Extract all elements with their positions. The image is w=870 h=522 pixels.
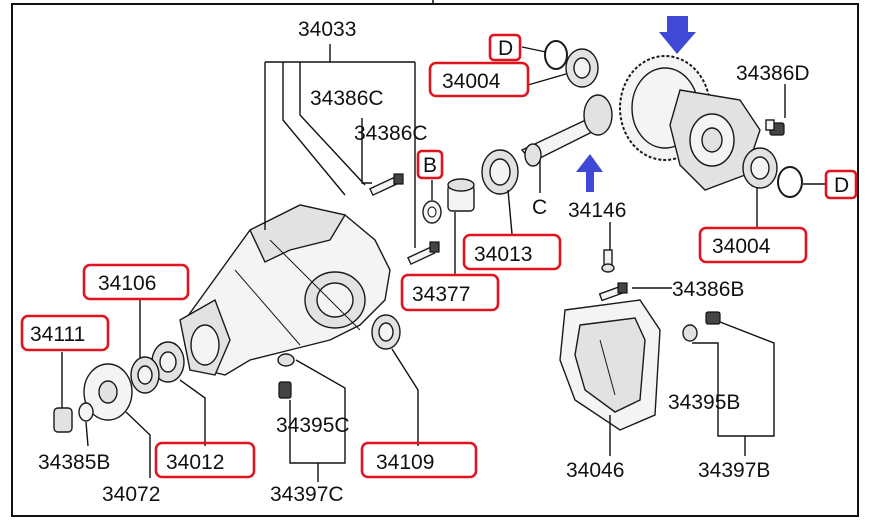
label-34395C: 34395C	[276, 414, 350, 437]
breather-34146	[601, 249, 615, 273]
highlight-b	[416, 149, 444, 180]
highlight-34013	[462, 233, 562, 271]
label-34109: 34109	[376, 451, 434, 474]
bolt-34386C-lower	[407, 241, 440, 266]
label-34106: 34106	[98, 272, 156, 295]
highlight-34106	[82, 263, 190, 301]
arrow-ring-gear-indicator	[659, 16, 696, 54]
nut-bolt-34395B-34397B	[682, 311, 721, 342]
label-34395B: 34395B	[668, 391, 740, 414]
differential-cover-34046	[559, 299, 661, 431]
label-34004-right: 34004	[712, 235, 771, 258]
bearing-34013	[481, 149, 519, 195]
highlight-d-top	[488, 33, 522, 62]
label-34004-top: 34004	[442, 70, 501, 93]
nut-34111	[53, 407, 73, 433]
label-34012: 34012	[166, 451, 224, 474]
differential-carrier-housing	[179, 204, 391, 376]
drive-pinion-shaft	[520, 94, 613, 167]
label-34386D: 34386D	[736, 62, 810, 85]
bolt-34386D	[765, 119, 785, 136]
highlight-34111	[20, 314, 110, 352]
highlight-34004-top	[428, 61, 530, 98]
washer-34385B	[78, 402, 94, 422]
highlight-34012	[154, 441, 256, 479]
companion-flange-34072	[83, 363, 133, 421]
label-34385B: 34385B	[38, 451, 110, 474]
label-34386B: 34386B	[672, 278, 744, 301]
label-34033: 34033	[298, 18, 356, 41]
bolt-34386C-upper	[369, 173, 404, 197]
bolt-34386B	[598, 282, 628, 302]
mark-b: B	[423, 154, 437, 177]
label-34377: 34377	[412, 283, 470, 306]
highlight-34004-right	[698, 226, 808, 264]
label-34397B: 34397B	[698, 459, 770, 482]
oil-seal-34109	[371, 314, 401, 350]
label-34072: 34072	[102, 483, 160, 506]
oil-seal-34106	[130, 356, 160, 394]
diagram-frame	[11, 3, 859, 517]
mark-d-right: D	[834, 174, 849, 197]
highlight-34109	[360, 441, 478, 479]
spacer-34377	[447, 178, 475, 212]
leader-lines	[61, 44, 826, 482]
highlight-d-right	[824, 169, 858, 200]
label-34397C: 34397C	[270, 483, 344, 506]
label-34013: 34013	[474, 243, 532, 266]
mark-d-top: D	[498, 37, 513, 60]
mark-c: C	[532, 196, 547, 219]
label-34111: 34111	[30, 323, 85, 346]
bearing-34004-top	[544, 40, 599, 88]
label-34386C-b: 34386C	[354, 122, 428, 145]
label-34046: 34046	[566, 459, 624, 482]
bearing-34004-right	[742, 147, 803, 198]
arrow-pinion-indicator	[576, 154, 603, 192]
ring-gear-differential-case	[619, 55, 761, 191]
label-34146: 34146	[568, 199, 626, 222]
nut-bolt-34395C-34397C	[277, 353, 295, 399]
label-34386C-a: 34386C	[310, 87, 384, 110]
highlight-34377	[400, 273, 500, 312]
